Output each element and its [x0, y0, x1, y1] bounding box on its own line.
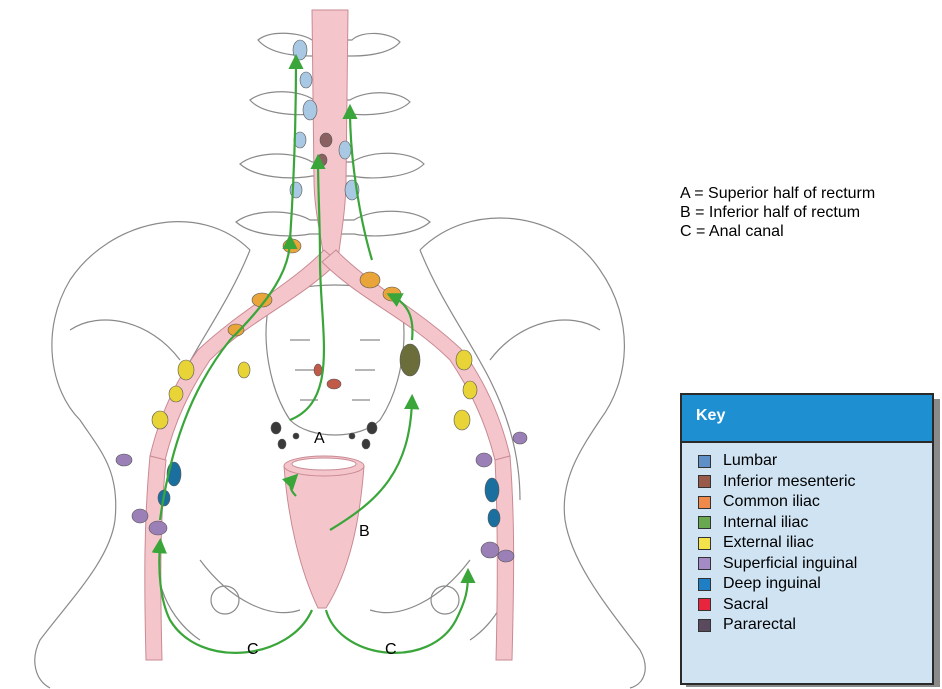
key-item-label: Common iliac: [723, 493, 820, 511]
key-title: Key: [682, 395, 932, 443]
right-ilium: [420, 218, 645, 688]
label-c-right: C: [385, 641, 397, 658]
key-swatch: [698, 475, 711, 488]
key-swatch: [698, 496, 711, 509]
key-swatch: [698, 619, 711, 632]
key-item-label: Deep inguinal: [723, 575, 821, 593]
route-b-text: B = Inferior half of rectum: [680, 203, 875, 222]
key-swatch: [698, 598, 711, 611]
label-b: B: [359, 523, 370, 540]
left-common-iliac: [150, 250, 338, 460]
route-c-left: [159, 544, 312, 653]
left-external-iliac: [145, 456, 166, 660]
key-item-label: Pararectal: [723, 616, 796, 634]
key-item: External iliac: [698, 533, 932, 554]
route-c-text: C = Anal canal: [680, 222, 875, 241]
label-a: A: [314, 430, 325, 447]
key-item-label: Lumbar: [723, 452, 777, 470]
key-item-label: Internal iliac: [723, 514, 808, 532]
key-swatch: [698, 578, 711, 591]
sacral-nodes: [314, 364, 341, 389]
key-item: Superficial inguinal: [698, 554, 932, 575]
key-swatch: [698, 516, 711, 529]
key-item: Sacral: [698, 595, 932, 616]
rectum: [284, 466, 364, 608]
key-item: Lumbar: [698, 451, 932, 472]
key-item: Deep inguinal: [698, 574, 932, 595]
key-swatch: [698, 455, 711, 468]
route-left-spine: [290, 60, 296, 240]
label-c-left: C: [247, 641, 259, 658]
route-legend: A = Superior half of recturm B = Inferio…: [680, 184, 875, 241]
key-item: Inferior mesenteric: [698, 472, 932, 493]
key-item: Common iliac: [698, 492, 932, 513]
key-item-label: Inferior mesenteric: [723, 473, 856, 491]
vessels: [145, 10, 514, 660]
key-item-label: Superficial inguinal: [723, 555, 857, 573]
left-ilium: [35, 222, 250, 688]
internal-iliac-nodes: [400, 344, 420, 376]
key-item: Pararectal: [698, 615, 932, 636]
route-a-text: A = Superior half of recturm: [680, 184, 875, 203]
key-swatch: [698, 537, 711, 550]
key-item-label: External iliac: [723, 534, 814, 552]
key-swatch: [698, 557, 711, 570]
key-item-label: Sacral: [723, 596, 768, 614]
key-item: Internal iliac: [698, 513, 932, 534]
